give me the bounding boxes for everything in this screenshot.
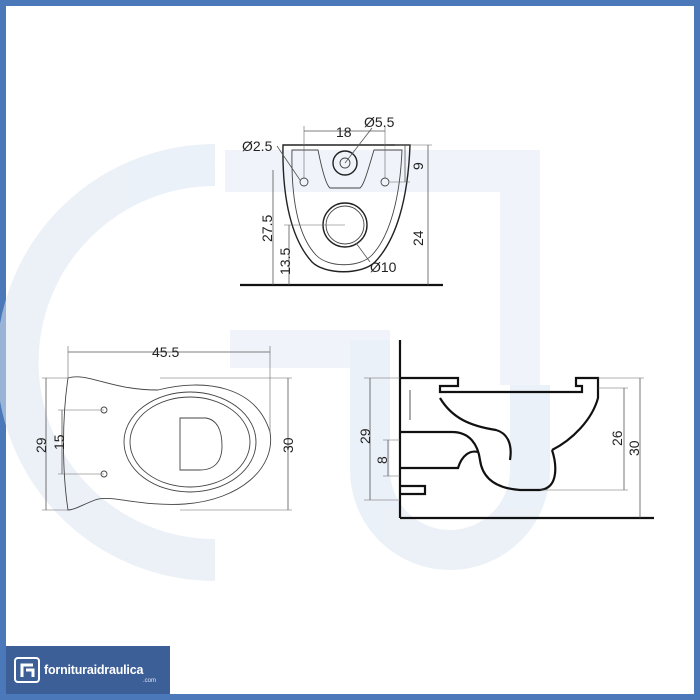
dim-height-slot: 9 (410, 162, 426, 170)
dim-plan-width-left: 29 (33, 437, 49, 453)
brand-logo-icon (14, 657, 40, 683)
dim-front-top: 18 (336, 124, 352, 140)
plan-body-outline (63, 376, 272, 511)
dim-hole-small: Ø2.5 (242, 138, 273, 154)
side-rim (400, 376, 600, 451)
dim-hole-large: Ø5.5 (364, 114, 395, 130)
dim-height-axis: 27.5 (259, 215, 275, 242)
side-outlet-top (400, 450, 479, 470)
front-hole-large (332, 150, 358, 176)
plan-drain-opening (179, 417, 223, 471)
side-view: 29 8 26 30 (357, 340, 654, 520)
front-view: 18 Ø5.5 Ø2.5 9 27.5 13.5 24 Ø10 (240, 114, 443, 287)
plan-bowl-outer (123, 391, 257, 493)
side-outlet-spigot (400, 484, 427, 496)
dim-plan-holes: 15 (51, 434, 67, 450)
brand-tld: .com (142, 678, 156, 684)
dim-side-rim: 26 (609, 430, 625, 446)
dim-side-outlet: 8 (374, 456, 390, 464)
front-hole-large-inner (339, 157, 351, 169)
front-body-outline (282, 144, 411, 273)
dim-height-total: 24 (410, 230, 426, 246)
plan-view: 45.5 29 15 30 (33, 344, 296, 511)
dim-plan-width-right: 30 (280, 437, 296, 453)
dim-height-outlet: 13.5 (277, 248, 293, 275)
dim-side-left: 29 (357, 428, 373, 444)
watermark-logo (0, 144, 550, 581)
front-body-inner (291, 149, 403, 266)
brand-name: fornituraidraulica (44, 663, 144, 677)
side-trap-inner (439, 397, 512, 461)
brand-logo-banner: fornituraidraulica .com (6, 646, 170, 694)
dim-plan-length: 45.5 (152, 344, 179, 360)
plan-bowl-inner (129, 396, 251, 488)
dim-outlet-dia: Ø10 (370, 259, 397, 275)
side-bowl-outer (400, 430, 557, 492)
dim-side-total: 30 (626, 440, 642, 456)
